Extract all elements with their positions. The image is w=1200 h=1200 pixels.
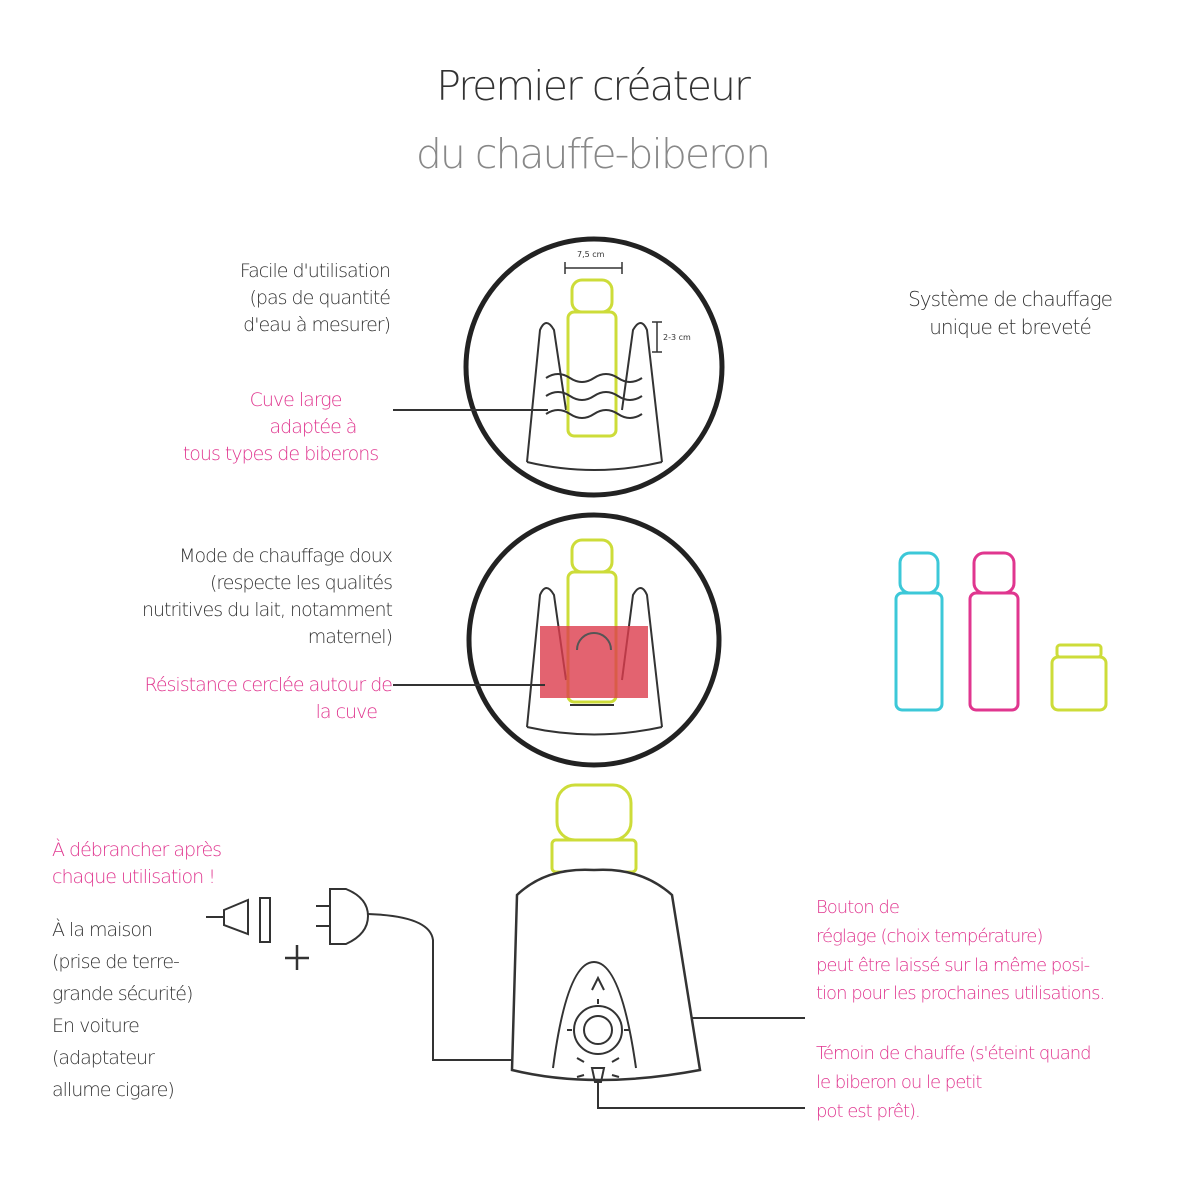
knob-text: Bouton de réglage (choix température) pe… xyxy=(816,894,1105,1009)
width-dimension xyxy=(564,262,623,274)
power-options-text: À la maison (prise de terre- grande sécu… xyxy=(52,915,193,1106)
width-dimension-label: 7,5 cm xyxy=(577,250,605,259)
plus-sign-icon xyxy=(285,945,309,970)
bottle-in-tank xyxy=(566,278,618,438)
knob-line: peut être laissé sur la même posi- xyxy=(816,954,1090,976)
tank-line: Cuve large xyxy=(249,389,343,411)
car-plug-icon xyxy=(206,897,271,943)
indicator-line: pot est prêt). xyxy=(816,1100,921,1122)
resistance-line: Résistance cerclée autour de xyxy=(144,674,393,696)
tank-text: Cuve large adaptée à tous types de biber… xyxy=(158,387,403,468)
heating-system-line: Système de chauffage xyxy=(908,287,1113,311)
gentle-mode-line: Mode de chauffage doux xyxy=(179,545,393,567)
tank-line: tous types de biberons xyxy=(182,442,379,465)
power-line: (adaptateur xyxy=(52,1046,155,1069)
power-line: grande sécurité) xyxy=(52,982,193,1005)
depth-dimension-label: 2-3 cm xyxy=(663,333,691,342)
indicator-text: Témoin de chauffe (s'éteint quand le bib… xyxy=(816,1040,1092,1126)
resistance-text: Résistance cerclée autour de la cuve xyxy=(145,672,393,726)
ease-line: d'eau à mesurer) xyxy=(243,313,391,336)
gentle-mode-line: (respecte les qualités xyxy=(209,571,393,594)
bottle-warmer-device xyxy=(367,783,702,1083)
unplug-line: chaque utilisation ! xyxy=(52,865,216,888)
knob-line: tion pour les prochaines utilisations. xyxy=(816,983,1105,1005)
power-line: allume cigare) xyxy=(52,1078,175,1101)
page-subtitle: du chauffe-biberon xyxy=(415,130,771,178)
power-line: À la maison xyxy=(52,919,153,941)
heating-system-text: Système de chauffage unique et breveté xyxy=(870,285,1150,342)
ease-of-use-text: Facile d'utilisation (pas de quantité d'… xyxy=(239,258,392,339)
heating-indicator-icon xyxy=(576,1057,620,1083)
gentle-mode-line: nutritives du lait, notamment xyxy=(141,598,393,621)
power-cable xyxy=(367,913,512,1061)
tank-line: adaptée à xyxy=(269,415,358,438)
indicator-line: Témoin de chauffe (s'éteint quand xyxy=(816,1043,1092,1064)
page-title: Premier créateur xyxy=(436,62,751,110)
temperature-knob-icon xyxy=(567,975,629,1055)
gentle-mode-text: Mode de chauffage doux (respecte les qua… xyxy=(141,543,393,651)
cyan-bottle xyxy=(894,551,944,712)
wall-plug-icon xyxy=(316,888,370,945)
pink-bottle xyxy=(968,551,1020,712)
knob-line: réglage (choix température) xyxy=(816,925,1043,947)
small-jar xyxy=(1050,643,1108,712)
power-line: En voiture xyxy=(52,1014,140,1037)
power-line: (prise de terre- xyxy=(52,950,180,973)
knob-line: Bouton de xyxy=(816,897,900,918)
heating-system-line: unique et breveté xyxy=(929,315,1092,340)
unplug-warning-text: À débrancher après chaque utilisation ! xyxy=(52,837,222,891)
gentle-mode-line: maternel) xyxy=(307,625,393,648)
indicator-line: le biberon ou le petit xyxy=(816,1071,982,1093)
depth-dimension xyxy=(652,321,662,353)
ease-line: (pas de quantité xyxy=(249,286,392,309)
water-waves xyxy=(545,373,643,419)
ease-line: Facile d'utilisation xyxy=(239,260,391,282)
unplug-line: À débrancher après xyxy=(52,839,222,861)
resistance-line: la cuve xyxy=(315,700,378,723)
resistance-detail-circle xyxy=(466,512,722,768)
heating-resistance xyxy=(540,626,648,698)
tank-detail-circle xyxy=(463,236,725,498)
bottle-lineup xyxy=(894,551,1108,712)
bottle-on-device xyxy=(550,783,638,874)
